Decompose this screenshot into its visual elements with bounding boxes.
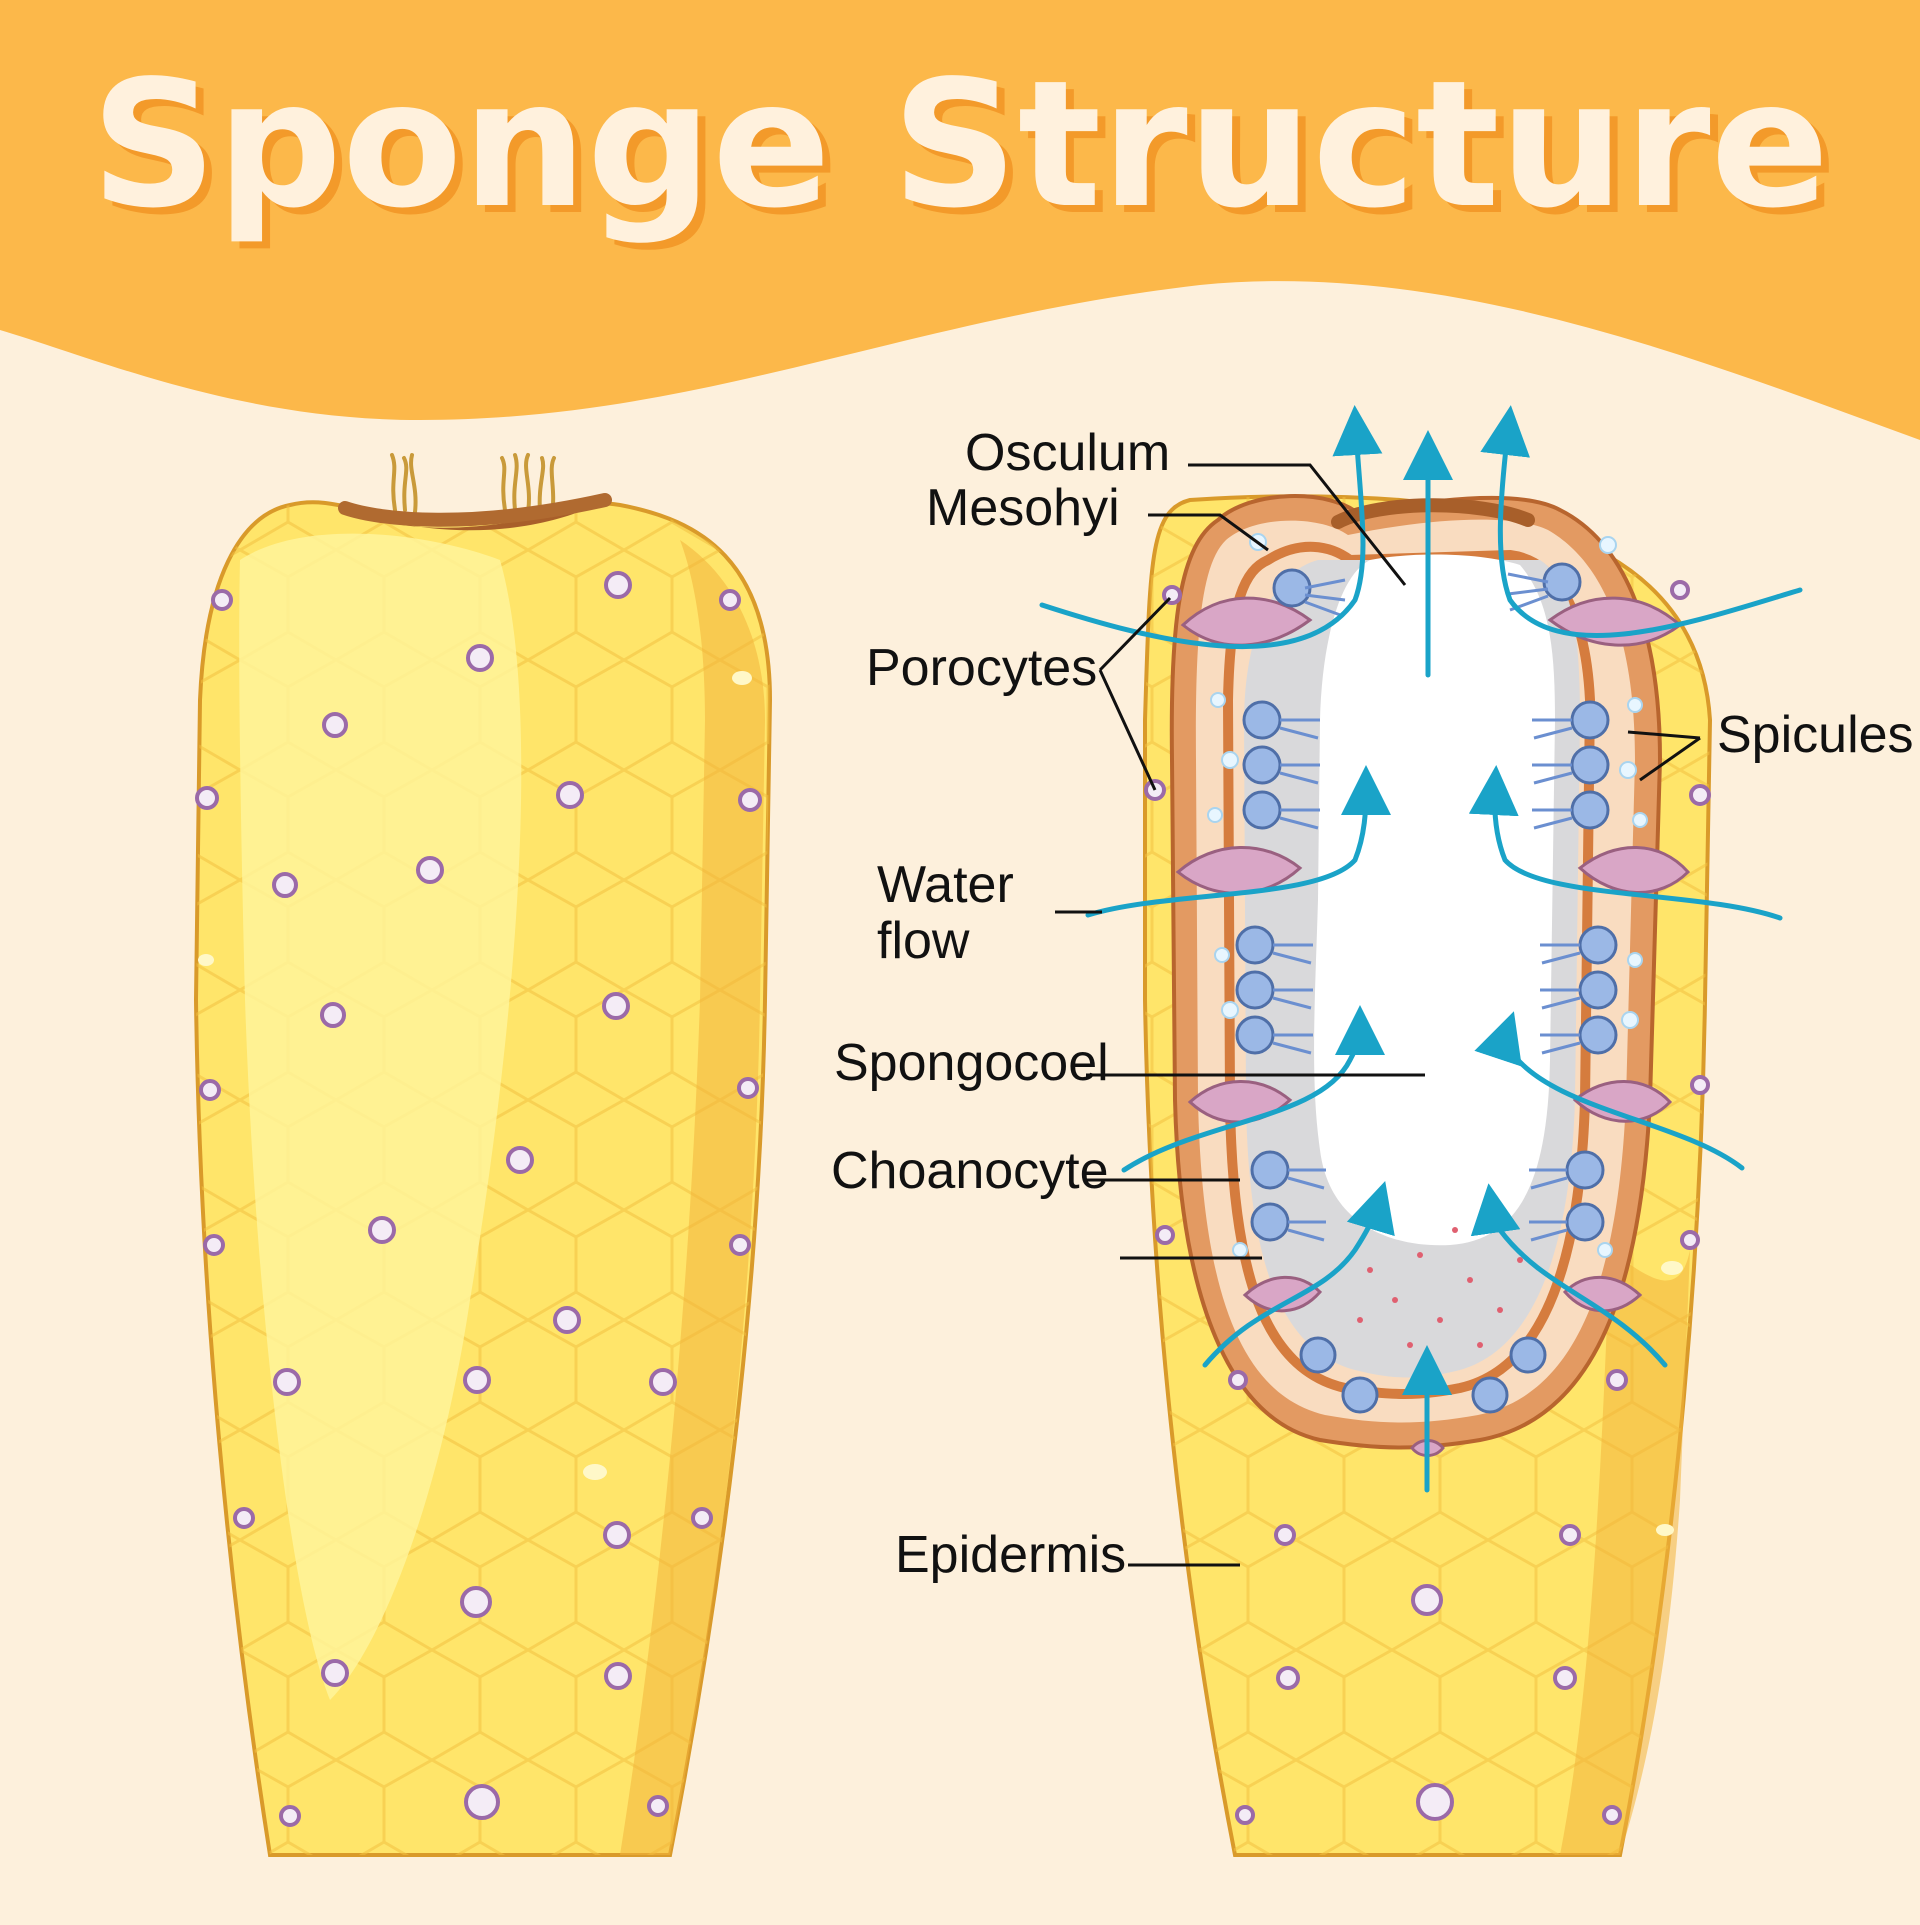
cross-section-sparkles [1656, 1261, 1683, 1536]
arrow-out-left [1039, 405, 1383, 649]
spicules [1207, 533, 1648, 1258]
label-porocytes: Porocytes [866, 639, 1097, 697]
arrow-in-left-3 [1202, 1181, 1395, 1368]
leader-spicules [1627, 730, 1701, 782]
spongocoel-cavity [1314, 554, 1555, 1246]
sponge-exterior [193, 453, 773, 1857]
label-mesohyl: Mesohyi [926, 479, 1120, 537]
label-spongocoel: Spongocoel [834, 1034, 1109, 1092]
sponge-shading [620, 540, 765, 1855]
osculum-opening [350, 502, 600, 531]
leader-mesohyl [1148, 513, 1269, 552]
label-water-flow-line1: Water [877, 856, 1014, 914]
label-osculum: Osculum [965, 424, 1170, 482]
page-title: Sponge Structure [91, 44, 1830, 247]
osculum-rim [1331, 498, 1535, 529]
arrow-in-right-2 [1474, 1011, 1745, 1171]
choanocyte-flagella [1272, 572, 1581, 1242]
arrow-in-left-1 [1085, 765, 1391, 918]
cross-section-shading [1560, 1250, 1690, 1855]
leader-porocytes [1098, 596, 1172, 791]
arrow-in-right-3 [1470, 1183, 1668, 1368]
arrow-out-right [1480, 405, 1803, 639]
page-title-shadow: Sponge Structure [99, 51, 1838, 254]
arrow-in-right-1 [1468, 765, 1783, 921]
osculum-hairs [390, 453, 556, 517]
porocytes [1175, 596, 1691, 1457]
sponge-cross-section [1039, 405, 1803, 1857]
arrow-in-left-2 [1121, 1005, 1385, 1173]
label-spicules: Spicules [1717, 706, 1914, 764]
diagram-labels: Osculum Mesohyi Porocytes Spicules Water… [831, 424, 1914, 1584]
label-water-flow-line2: flow [877, 912, 970, 970]
sponge-highlight [239, 533, 522, 1700]
choanocytes [1235, 562, 1618, 1414]
water-flow-arrows [1039, 405, 1803, 1493]
ostia-pores [195, 571, 762, 1827]
leader-lines [1055, 463, 1701, 1567]
title-banner [0, 0, 1920, 440]
leader-osculum [1188, 463, 1407, 586]
sponge-sparkles [198, 671, 752, 1480]
label-epidermis: Epidermis [895, 1526, 1126, 1584]
label-choanocyte: Choanocyte [831, 1142, 1109, 1200]
